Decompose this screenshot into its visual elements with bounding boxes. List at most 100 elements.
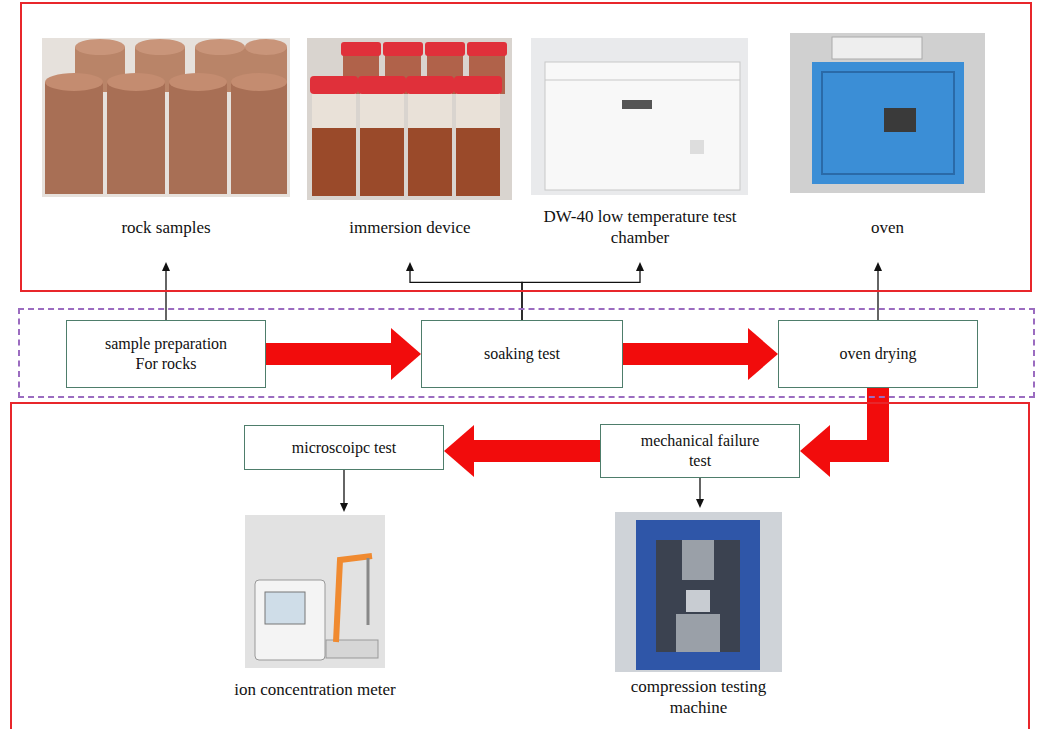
photo-panel: immersion device bbox=[305, 34, 515, 262]
rock-top bbox=[245, 39, 287, 55]
arrow-head bbox=[748, 328, 778, 380]
process-box: mechanical failure test bbox=[600, 424, 800, 478]
rock-cylinder bbox=[231, 82, 287, 194]
jar-lid bbox=[454, 76, 502, 94]
photo-panel: DW-40 low temperature test chamber bbox=[520, 34, 760, 262]
jar-lid bbox=[383, 42, 423, 56]
arrow-head bbox=[391, 328, 421, 380]
photo-ground bbox=[790, 33, 985, 193]
jar-lid bbox=[358, 76, 406, 94]
photo-ground bbox=[245, 515, 385, 668]
rock-top bbox=[75, 39, 125, 55]
photo-panel: rock samples bbox=[40, 34, 292, 262]
caption-text: DW-40 low temperature test chamber bbox=[520, 206, 760, 249]
process-label: oven drying bbox=[840, 344, 917, 364]
caption-text: rock samples bbox=[121, 217, 210, 238]
jar-body bbox=[408, 92, 452, 196]
process-box: microscoipc test bbox=[244, 425, 444, 470]
jar-liquid bbox=[360, 128, 404, 196]
jar-body bbox=[312, 92, 356, 196]
process-label: sample preparation For rocks bbox=[95, 334, 237, 374]
arrow-head bbox=[444, 425, 474, 477]
process-label: soaking test bbox=[484, 344, 560, 364]
jar-lid bbox=[425, 42, 465, 56]
oven-window bbox=[884, 108, 916, 132]
electrode-arm bbox=[336, 556, 372, 642]
process-label: microscoipc test bbox=[292, 438, 396, 458]
photo-panel: compression testing machine bbox=[605, 508, 792, 722]
machine-platen bbox=[676, 614, 720, 652]
arrow-head bbox=[874, 262, 882, 271]
rock-cylinder bbox=[107, 82, 165, 194]
jar-body bbox=[456, 92, 500, 196]
jar-lid bbox=[310, 76, 358, 94]
arrow-head bbox=[162, 262, 170, 271]
jar-liquid bbox=[408, 128, 452, 196]
photo-panel: ion concentration meter bbox=[225, 512, 405, 704]
arrow-head bbox=[800, 425, 830, 477]
arrow-shaft bbox=[266, 343, 391, 365]
arrow-shaft bbox=[522, 271, 640, 320]
arrow-head bbox=[696, 499, 704, 508]
photo-panel: oven bbox=[785, 30, 990, 262]
arrow-shaft bbox=[699, 478, 700, 499]
arrow-head bbox=[636, 262, 644, 271]
pointer-arrow bbox=[696, 478, 704, 508]
rock-cylinder bbox=[169, 82, 227, 194]
machine-platen bbox=[682, 540, 714, 580]
arrow-shaft bbox=[877, 271, 878, 320]
arrow-head bbox=[340, 503, 348, 512]
jar-body bbox=[360, 92, 404, 196]
meter-screen bbox=[265, 592, 305, 624]
oven-body bbox=[812, 62, 964, 184]
flow-arrow bbox=[444, 425, 600, 477]
photo-ground bbox=[531, 38, 748, 195]
freezer-body bbox=[545, 62, 740, 190]
meter-base bbox=[326, 640, 378, 658]
rock-top bbox=[45, 73, 103, 91]
process-label: mechanical failure test bbox=[629, 431, 771, 471]
photo-ground bbox=[615, 512, 782, 672]
arrow-shaft bbox=[165, 271, 166, 320]
arrow-shaft bbox=[474, 440, 600, 462]
freezer-lid-line bbox=[545, 80, 740, 81]
jar-lid bbox=[467, 42, 507, 56]
rock-top bbox=[195, 39, 245, 55]
pointer-arrow bbox=[340, 470, 348, 512]
section-frame: rock samples immersion device DW-40 low te… bbox=[20, 2, 1032, 292]
jar-lid bbox=[341, 42, 381, 56]
flow-arrow bbox=[266, 328, 421, 380]
rock-top bbox=[231, 73, 287, 91]
oven-controller bbox=[832, 37, 922, 59]
freezer-panel bbox=[622, 100, 652, 109]
caption-text: immersion device bbox=[349, 217, 470, 238]
photo-ground bbox=[42, 38, 290, 197]
machine-opening bbox=[656, 540, 740, 652]
rock-cylinder bbox=[45, 82, 103, 194]
caption-text: compression testing machine bbox=[605, 676, 792, 719]
process-box: sample preparation For rocks bbox=[66, 320, 266, 388]
arrow-shaft bbox=[410, 271, 522, 320]
process-box: oven drying bbox=[778, 320, 978, 388]
freezer-display bbox=[690, 140, 704, 154]
arrow-shaft bbox=[623, 343, 748, 365]
rock-top bbox=[169, 73, 227, 91]
flow-arrow bbox=[623, 328, 778, 380]
meter-body bbox=[255, 580, 325, 660]
rock-top bbox=[135, 39, 185, 55]
caption-text: oven bbox=[871, 217, 904, 238]
process-frame: sample preparation For rocks soaking test… bbox=[18, 308, 1035, 398]
process-box: soaking test bbox=[421, 320, 623, 388]
jar-lid bbox=[406, 76, 454, 94]
arrow-head bbox=[406, 262, 414, 271]
arrow-shaft bbox=[343, 470, 344, 503]
machine-specimen bbox=[686, 590, 710, 612]
photo-ground bbox=[307, 38, 512, 200]
rock-top bbox=[107, 73, 165, 91]
caption-text: ion concentration meter bbox=[234, 679, 395, 700]
jar-liquid bbox=[456, 128, 500, 196]
electrode bbox=[367, 558, 370, 625]
machine-frame bbox=[636, 520, 760, 670]
oven-door bbox=[822, 72, 954, 174]
